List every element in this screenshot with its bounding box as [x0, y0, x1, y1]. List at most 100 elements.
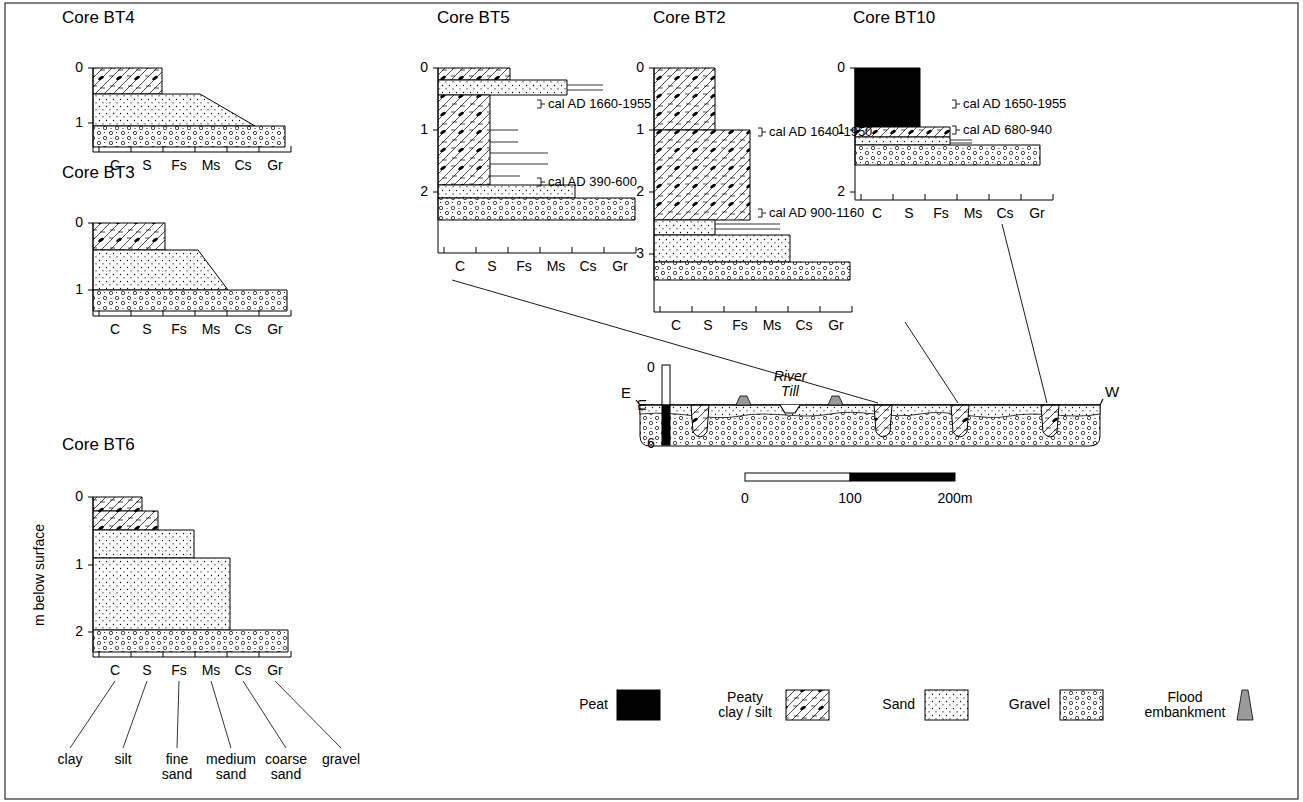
axis-title: m below surface: [32, 524, 47, 626]
scale-label: 100: [838, 491, 861, 506]
depth-tick-label: 2: [636, 184, 644, 199]
core-layer: [93, 126, 285, 147]
legend-swatch: [617, 690, 660, 720]
river-label: River Till: [770, 369, 810, 400]
grain-axis: [654, 312, 852, 313]
grain-axis: [93, 152, 291, 153]
core-layer: [855, 68, 920, 127]
axis-tick: [649, 68, 654, 69]
axis-tick: [259, 651, 260, 657]
core-layer: [93, 511, 158, 530]
core-layer: [93, 630, 288, 652]
depth-tick-label: 1: [420, 122, 428, 137]
axis-tick: [163, 310, 164, 316]
grain-size-label: Gr: [267, 663, 283, 678]
axis-tick: [131, 651, 132, 657]
core-layer: [93, 497, 142, 511]
lamina-line: [950, 143, 972, 144]
grain-size-label: Ms: [547, 259, 566, 274]
core-layer: [93, 94, 255, 126]
legend-text: Peat: [579, 697, 608, 712]
core-layer: [654, 130, 750, 220]
grain-size-label: S: [142, 663, 151, 678]
depth-tick-label: 0: [75, 215, 83, 230]
lamina-line: [567, 85, 603, 86]
core-panel: Core BT2: [653, 8, 726, 28]
axis-tick: [925, 194, 926, 200]
axis-tick: [476, 247, 477, 253]
grain-size-key: coarse sand: [258, 752, 314, 783]
axis-tick: [99, 651, 100, 657]
axis-tick: [649, 192, 654, 193]
axis-tick: [540, 247, 541, 253]
core-layer: [654, 235, 790, 262]
grain-size-label: S: [142, 158, 151, 173]
depth-axis: [93, 223, 94, 316]
core-panel: Core BT10: [853, 8, 935, 28]
grain-size-key: clay: [42, 752, 98, 767]
axis-tick: [227, 310, 228, 316]
grain-size-label: Cs: [234, 322, 251, 337]
core-panel: Core BT4: [62, 8, 135, 28]
grain-size-label: Fs: [732, 318, 748, 333]
depth-axis: [654, 68, 655, 312]
axis-tick: [88, 223, 93, 224]
axis-tick: [788, 306, 789, 312]
legend-swatch: [1060, 690, 1103, 720]
grain-size-label: Ms: [202, 158, 221, 173]
key-leader: [70, 681, 115, 748]
grain-axis: [93, 316, 291, 317]
legend-swatch: [786, 690, 829, 720]
axis-tick: [88, 290, 93, 291]
lamina-line: [715, 224, 780, 225]
axis-tick: [850, 68, 855, 69]
grain-size-label: Fs: [516, 259, 532, 274]
depth-tick-label: 1: [75, 557, 83, 572]
axis-tick: [227, 146, 228, 152]
depth-axis: [93, 68, 94, 152]
axis-tick: [88, 123, 93, 124]
depth-tick-label: 0: [75, 60, 83, 75]
axis-tick: [861, 194, 862, 200]
core-layer: [855, 145, 1040, 165]
date-bracket: [952, 100, 960, 108]
core-layer: [93, 558, 230, 630]
axis-tick: [660, 306, 661, 312]
axis-tick: [850, 192, 855, 193]
grain-size-label: C: [110, 663, 120, 678]
lamina-line: [567, 90, 603, 91]
radiocarbon-date: cal AD 1650-1955: [963, 97, 1066, 111]
core-title: Core BT5: [437, 8, 510, 28]
direction-label: E: [621, 385, 631, 402]
axis-tick: [724, 306, 725, 312]
lamina-line: [950, 140, 972, 141]
grain-size-label: Ms: [763, 318, 782, 333]
axis-tick: [131, 146, 132, 152]
grain-size-label: Cs: [234, 663, 251, 678]
grain-size-label: C: [671, 318, 681, 333]
key-leader: [211, 681, 231, 748]
grain-size-label: C: [455, 259, 465, 274]
axis-tick: [163, 651, 164, 657]
grain-size-label: C: [110, 322, 120, 337]
date-bracket: [758, 209, 766, 217]
key-leader: [243, 681, 286, 748]
legend-text: Flood embankment: [1143, 690, 1228, 721]
grain-size-label: Fs: [171, 158, 187, 173]
axis-tick: [195, 310, 196, 316]
grain-axis: [855, 200, 1053, 201]
axis-tick: [893, 194, 894, 200]
axis-tick: [291, 146, 292, 152]
key-leader: [275, 681, 341, 748]
core-title: Core BT4: [62, 8, 135, 28]
grain-size-label: S: [703, 318, 712, 333]
core-layer: [654, 68, 715, 130]
lamina-line: [490, 142, 518, 143]
grain-size-label: Fs: [171, 322, 187, 337]
lamina-line: [490, 153, 548, 154]
legend-swatch: [1237, 690, 1253, 720]
axis-tick: [1053, 194, 1054, 200]
grain-size-label: Ms: [202, 663, 221, 678]
